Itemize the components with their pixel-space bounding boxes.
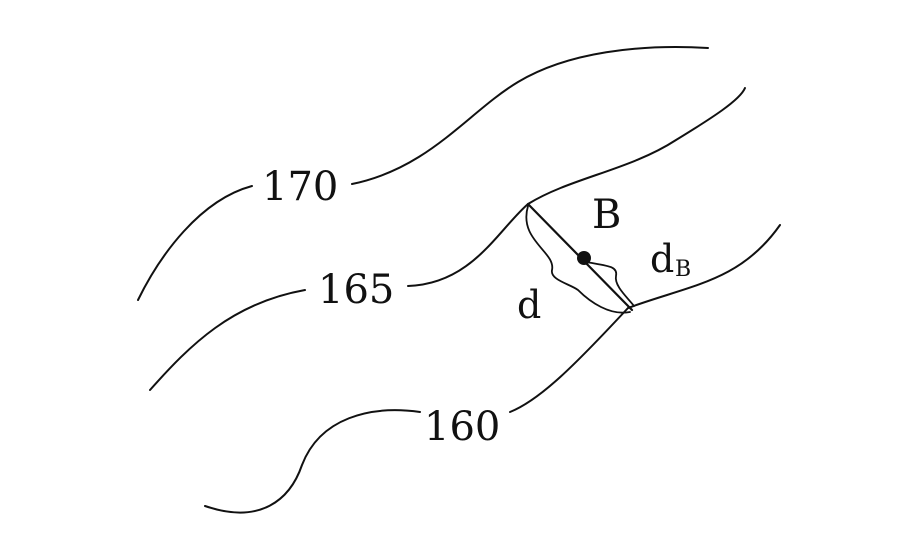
contour-line-170 (137, 185, 253, 301)
point-b-label: B (592, 192, 621, 238)
brace-d-b (585, 261, 635, 307)
contour-line-170 (351, 46, 709, 185)
contour-line-160 (204, 409, 421, 514)
contour-line-160 (509, 224, 781, 413)
distance-d-b-label: d (650, 237, 674, 281)
brace-d (525, 205, 631, 314)
distance-d-b-subscript: B (675, 257, 691, 282)
contour-label-170: 170 (262, 164, 338, 210)
contour-line-165 (407, 87, 746, 287)
contour-line-165 (149, 289, 306, 391)
distance-d-label: d (517, 283, 541, 327)
contour-label-160: 160 (424, 404, 500, 450)
contour-label-165: 165 (318, 267, 394, 313)
